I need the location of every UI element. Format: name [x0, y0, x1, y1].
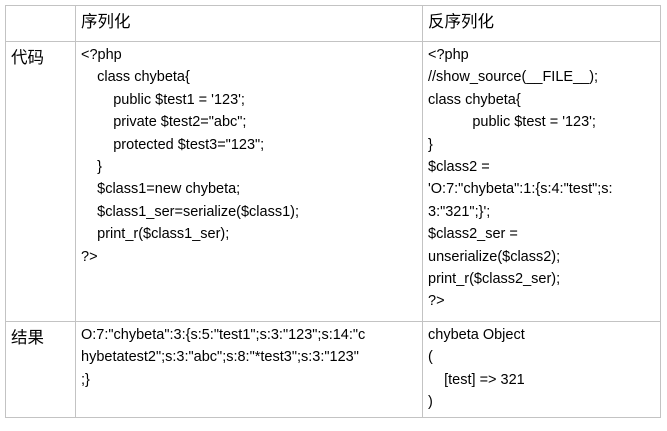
header-unserialize: 反序列化 [422, 5, 661, 42]
header-row: 序列化 反序列化 [5, 5, 661, 42]
serialize-result-cell: O:7:"chybeta":3:{s:5:"test1";s:3:"123";s… [75, 321, 423, 418]
unserialize-result-cell: chybeta Object ( [test] => 321 ) [422, 321, 661, 418]
header-empty-cell [5, 5, 76, 42]
code-row: 代码 <?php class chybeta{ public $test1 = … [5, 41, 661, 322]
header-serialize: 序列化 [75, 5, 423, 42]
row-label-result: 结果 [5, 321, 76, 418]
unserialize-code-cell: <?php //show_source(__FILE__); class chy… [422, 41, 661, 322]
row-label-code: 代码 [5, 41, 76, 322]
php-serialization-comparison-table: 序列化 反序列化 代码 <?php class chybeta{ public … [5, 5, 661, 418]
result-row: 结果 O:7:"chybeta":3:{s:5:"test1";s:3:"123… [5, 321, 661, 418]
serialize-code-cell: <?php class chybeta{ public $test1 = '12… [75, 41, 423, 322]
